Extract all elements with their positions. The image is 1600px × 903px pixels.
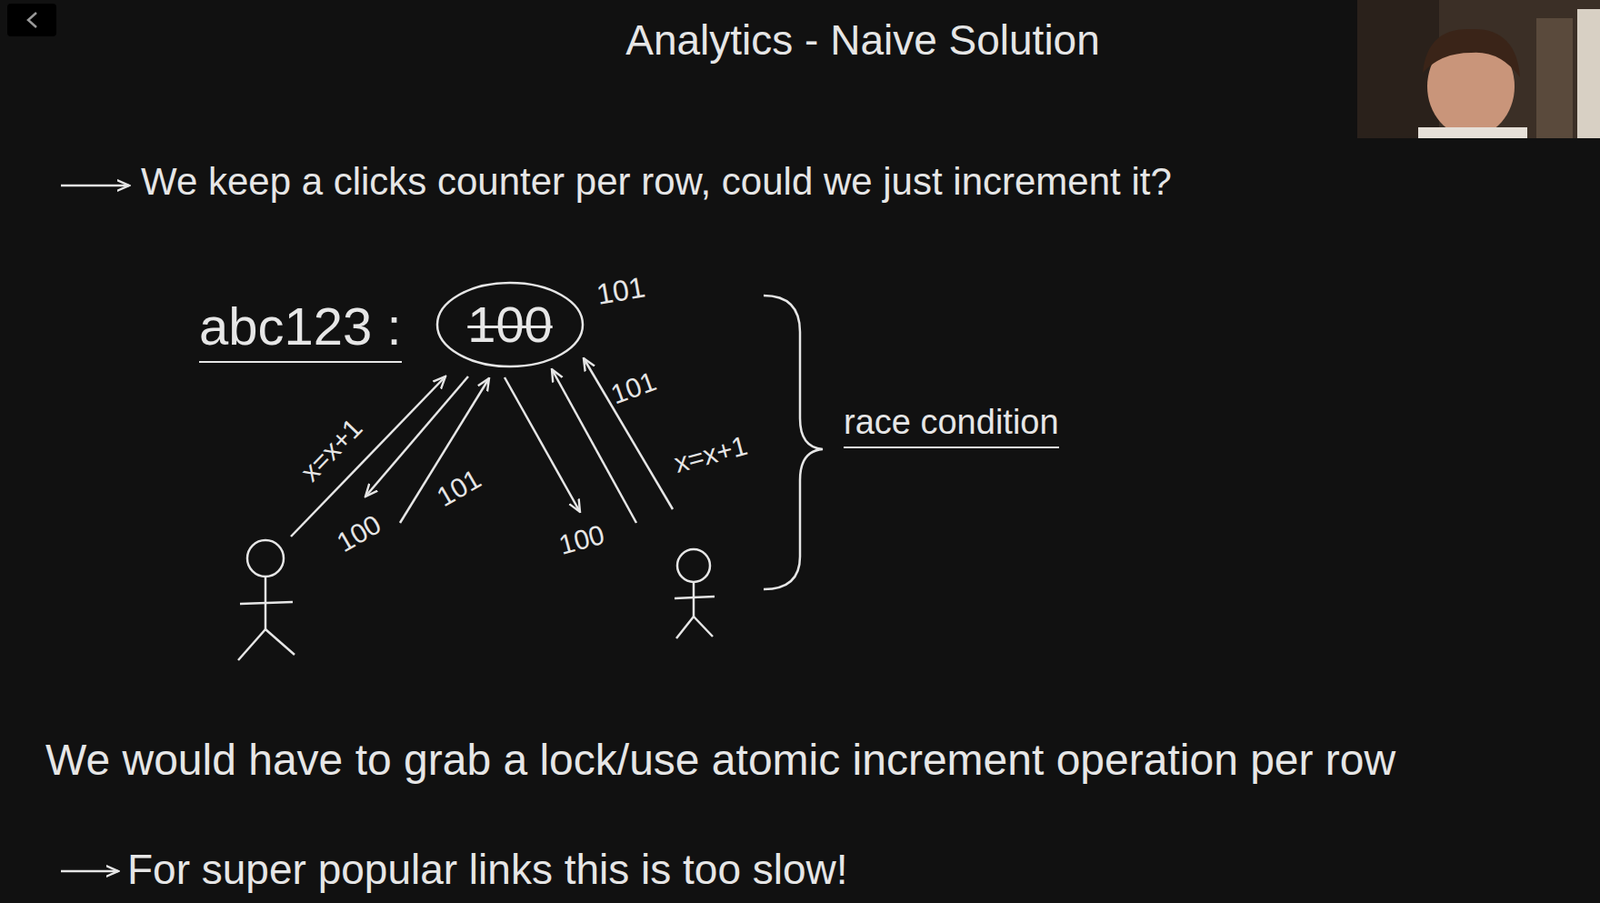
bullet-arrow [60, 870, 119, 873]
figure-head [247, 540, 284, 577]
race-condition-note: race condition [843, 402, 1060, 449]
arrow-label: x=x+1 [670, 430, 751, 480]
arrow-label: 101 [431, 463, 488, 514]
webcam-window [1577, 9, 1600, 139]
counter-value-circle: 100 [435, 280, 585, 369]
webcam-wall [1357, 0, 1440, 139]
write-back-arrow [400, 378, 490, 523]
figure-legs [238, 629, 295, 660]
arrow-label: x=x+1 [294, 412, 370, 489]
conclusion-note: We would have to grab a lock/use atomic … [45, 734, 1396, 785]
right-user-arrows [504, 358, 673, 523]
curly-brace [763, 295, 823, 590]
figure-legs [676, 616, 713, 639]
write-back-arrow [583, 358, 673, 510]
webcam-hair [1422, 29, 1520, 78]
left-user-figure [238, 540, 295, 660]
webcam-shirt [1418, 127, 1528, 139]
page-title: Analytics - Naive Solution [625, 16, 1100, 65]
arrow-label: 100 [331, 509, 388, 560]
right-user-figure [674, 549, 715, 639]
webcam-door [1536, 18, 1573, 139]
figure-arms [240, 601, 293, 604]
crossed-out-count: 100 [467, 299, 552, 350]
figure-head [677, 549, 710, 582]
new-count: 101 [594, 270, 649, 312]
webcam-frame [1357, 0, 1600, 139]
figure-body [692, 581, 696, 617]
arrow-label: 101 [607, 365, 661, 411]
row-key: abc123 : [199, 296, 402, 363]
intro-question: We keep a clicks counter per row, could … [140, 160, 1172, 204]
conclusion-note: For super popular links this is too slow… [127, 845, 849, 894]
left-user-arrows [290, 376, 490, 537]
bullet-arrow [60, 184, 130, 188]
ellipse-outline [437, 282, 583, 367]
back-chevron [28, 12, 37, 28]
arrow-label: 100 [555, 519, 608, 561]
back-button [7, 3, 57, 37]
figure-arms [674, 596, 715, 599]
